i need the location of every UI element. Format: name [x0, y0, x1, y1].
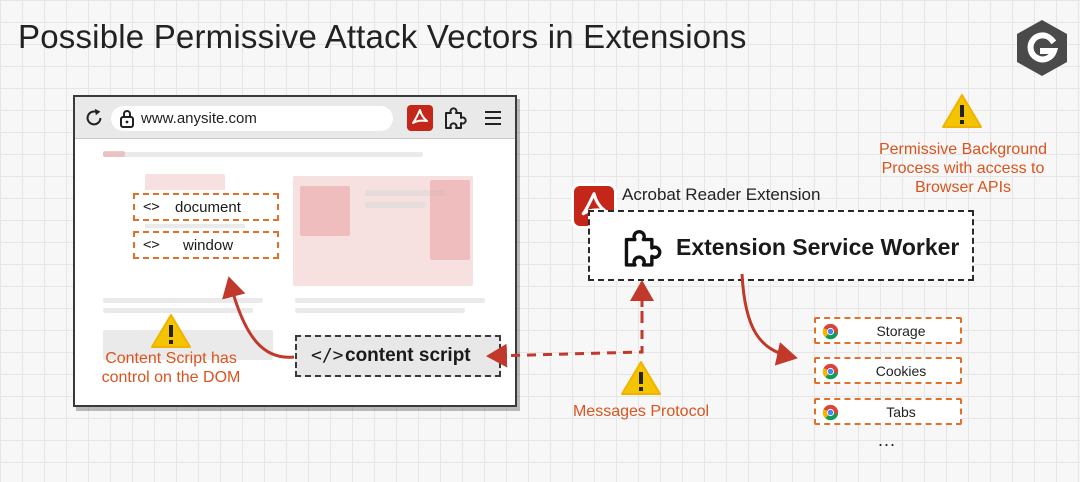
service-worker-box: Extension Service Worker [588, 210, 974, 281]
api-cookies-box: Cookies [814, 357, 962, 384]
reload-icon[interactable] [83, 107, 105, 129]
api-storage-label: Storage [876, 323, 926, 339]
content-script-box: </> content script [295, 335, 501, 377]
warning-messages-text: Messages Protocol [572, 403, 710, 420]
blurred-webpage [75, 140, 515, 405]
warning-content-script-text: Content Script has control on the DOM [101, 350, 241, 386]
arrow-content-script-to-dom [222, 276, 295, 359]
warning-icon [151, 314, 191, 348]
acrobat-icon [412, 109, 428, 124]
dom-window-box: <> window [133, 231, 279, 259]
dom-document-box: <> document [133, 193, 279, 221]
warning-icon [621, 361, 661, 395]
browser-toolbar: www.anysite.com [75, 97, 515, 139]
arrow-messages-protocol [486, 282, 644, 368]
dom-window-label: window [183, 237, 234, 254]
code-icon: </> [311, 345, 344, 366]
warning-background-text: Permissive Background Process with acces… [878, 141, 1048, 196]
acrobat-extension-button[interactable] [407, 105, 433, 131]
url-text: www.anysite.com [141, 110, 257, 127]
api-storage-box: Storage [814, 317, 962, 344]
chrome-icon [822, 363, 839, 380]
address-bar[interactable]: www.anysite.com [111, 106, 393, 131]
warning-icon [942, 94, 982, 128]
content-script-label: content script [345, 345, 471, 366]
arrow-service-worker-to-apis [740, 273, 798, 366]
code-icon: <> [143, 199, 160, 215]
puzzle-icon [624, 229, 662, 267]
api-cookies-label: Cookies [875, 363, 927, 379]
api-tabs-box: Tabs [814, 398, 962, 425]
code-icon: <> [143, 237, 160, 253]
page-title: Possible Permissive Attack Vectors in Ex… [18, 18, 747, 55]
lock-icon [120, 110, 134, 128]
service-worker-label: Extension Service Worker [676, 234, 960, 260]
api-tabs-label: Tabs [886, 404, 916, 420]
chrome-icon [822, 404, 839, 421]
chrome-icon [822, 323, 839, 340]
extensions-puzzle-icon[interactable] [441, 105, 467, 131]
brand-logo-icon [1017, 20, 1067, 76]
extension-name: Acrobat Reader Extension [622, 185, 821, 204]
menu-icon[interactable] [483, 108, 503, 128]
api-more-ellipsis: ... [878, 430, 897, 450]
dom-document-label: document [175, 199, 241, 216]
